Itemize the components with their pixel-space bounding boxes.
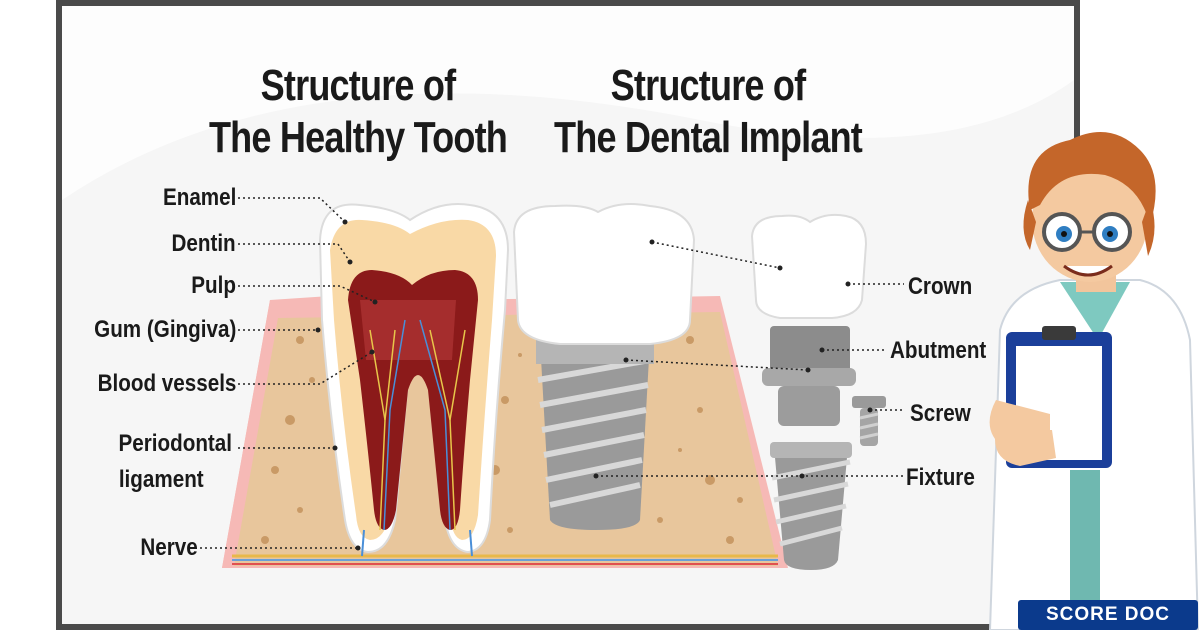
exploded-crown — [750, 213, 868, 319]
title-dental-implant-line1: Structure of — [610, 61, 806, 110]
jaw-bone — [234, 312, 778, 566]
label-periodontal-line2: ligament — [119, 466, 204, 493]
label-crown: Crown — [908, 273, 973, 300]
blood-vessel-lines — [369, 329, 466, 531]
title-healthy-tooth-line1: Structure of — [260, 61, 456, 110]
label-blood-vessels: Blood vessels — [97, 370, 236, 397]
label-periodontal-line1: Periodontal — [118, 430, 232, 457]
doctor-character — [988, 132, 1200, 630]
label-gum: Gum (Gingiva) — [93, 316, 236, 343]
label-dentin: Dentin — [171, 230, 236, 257]
label-abutment: Abutment — [890, 337, 987, 364]
exploded-abutment — [762, 326, 856, 426]
label-enamel: Enamel — [162, 184, 236, 211]
label-screw: Screw — [910, 400, 971, 427]
label-nerve: Nerve — [140, 534, 198, 561]
exploded-fixture — [770, 442, 852, 570]
exploded-screw — [852, 396, 886, 446]
label-fixture: Fixture — [906, 464, 975, 491]
scoredoc-logo[interactable]: SCORE DOC — [1018, 600, 1198, 630]
implant-crown — [512, 203, 696, 345]
title-healthy-tooth-line2: The Healthy Tooth — [208, 113, 508, 162]
title-dental-implant-line2: The Dental Implant — [554, 113, 863, 162]
doctor-hair — [1028, 132, 1156, 225]
implant-assembled — [512, 203, 696, 530]
label-pulp: Pulp — [191, 272, 236, 299]
